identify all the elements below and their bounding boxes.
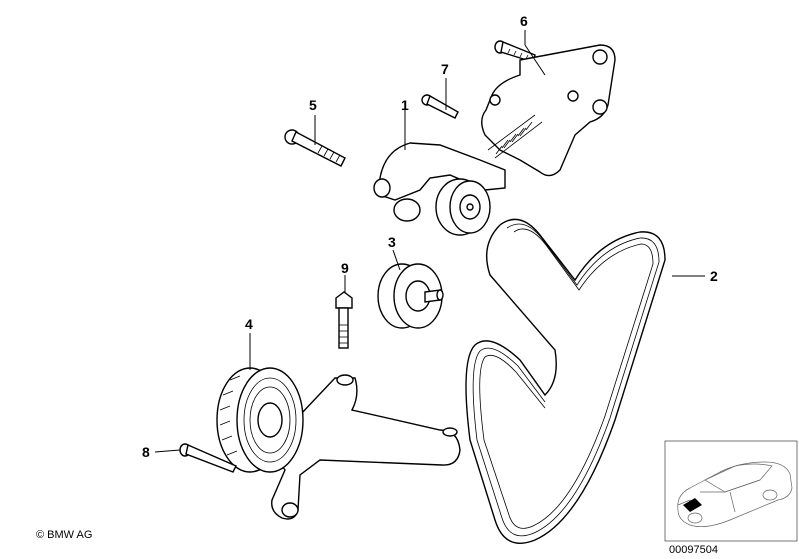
leader-lines [154, 30, 705, 453]
tensioner-1[interactable] [373, 44, 616, 236]
callout-6: 6 [520, 13, 528, 29]
bolt-5[interactable] [284, 129, 346, 167]
callout-1: 1 [401, 97, 409, 113]
pulley-bracket-4[interactable] [216, 367, 461, 520]
idler-pulley-3[interactable] [377, 263, 444, 329]
callout-4: 4 [245, 316, 253, 332]
bolt-7[interactable] [421, 94, 459, 119]
copyright-text: © BMW AG [36, 529, 92, 541]
callout-7: 7 [441, 61, 449, 77]
callout-3: 3 [388, 234, 396, 250]
diagram-number: 00097504 [669, 544, 718, 556]
callout-9: 9 [341, 260, 349, 276]
bolt-8[interactable] [179, 443, 237, 473]
vehicle-thumbnail [664, 440, 798, 542]
bolt-9[interactable] [335, 291, 353, 349]
callout-5: 5 [309, 97, 317, 113]
callout-8: 8 [142, 444, 150, 460]
callout-2: 2 [710, 268, 718, 284]
drive-belt-2[interactable] [465, 218, 666, 544]
